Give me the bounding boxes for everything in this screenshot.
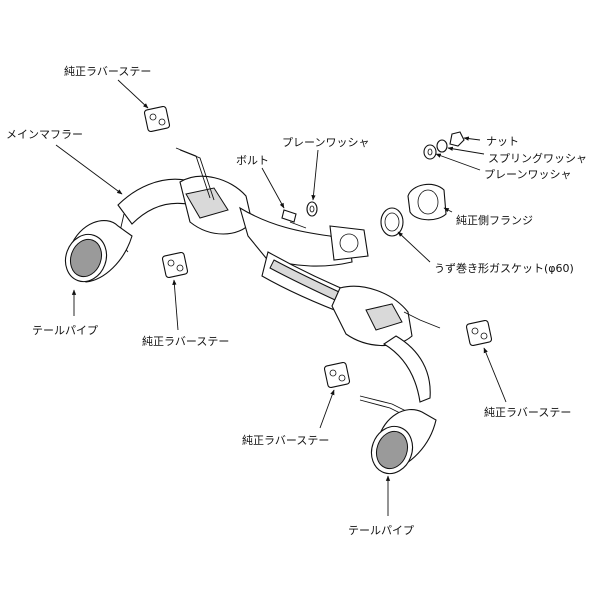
rubber-stay-right-part [465, 319, 493, 347]
label-oem-flange: 純正側フランジ [456, 214, 533, 227]
rubber-stay-bottom-part [323, 361, 351, 389]
spring-washer-part [436, 139, 448, 153]
oem-flange-part [407, 183, 447, 221]
label-tail-pipe-left: テールパイプ [32, 324, 98, 337]
labels: 純正ラバーステー メインマフラー プレーンワッシャ ボルト ナット スプリングワ… [6, 65, 587, 537]
leader-lines [55, 79, 507, 516]
label-spring-washer: スプリングワッシャ [488, 151, 587, 165]
label-bolt: ボルト [236, 154, 269, 167]
label-rubber-stay-top: 純正ラバーステー [64, 65, 151, 78]
label-nut: ナット [486, 135, 519, 148]
bolt-part [281, 209, 307, 229]
plain-washer-center-part [306, 201, 318, 217]
label-rubber-stay-bottom: 純正ラバーステー [242, 434, 329, 447]
main-muffler [117, 175, 431, 403]
label-plain-washer-center: プレーンワッシャ [282, 136, 369, 149]
label-rubber-stay-left: 純正ラバーステー [142, 335, 229, 348]
tail-pipe-left-part [64, 220, 133, 283]
tail-pipe-right-part [370, 408, 437, 475]
label-plain-washer-right: プレーンワッシャ [484, 168, 571, 181]
rubber-stay-left-part [161, 251, 189, 279]
label-main-muffler: メインマフラー [6, 128, 83, 141]
nut-part [449, 131, 465, 147]
label-rubber-stay-right: 純正ラバーステー [484, 406, 571, 419]
rubber-stay-top-part [143, 105, 171, 133]
plain-washer-right-part [423, 144, 437, 160]
spiral-gasket-part [380, 207, 404, 237]
label-tail-pipe-right: テールパイプ [348, 524, 414, 537]
label-spiral-gasket: うず巻き形ガスケット(φ60) [434, 262, 574, 275]
